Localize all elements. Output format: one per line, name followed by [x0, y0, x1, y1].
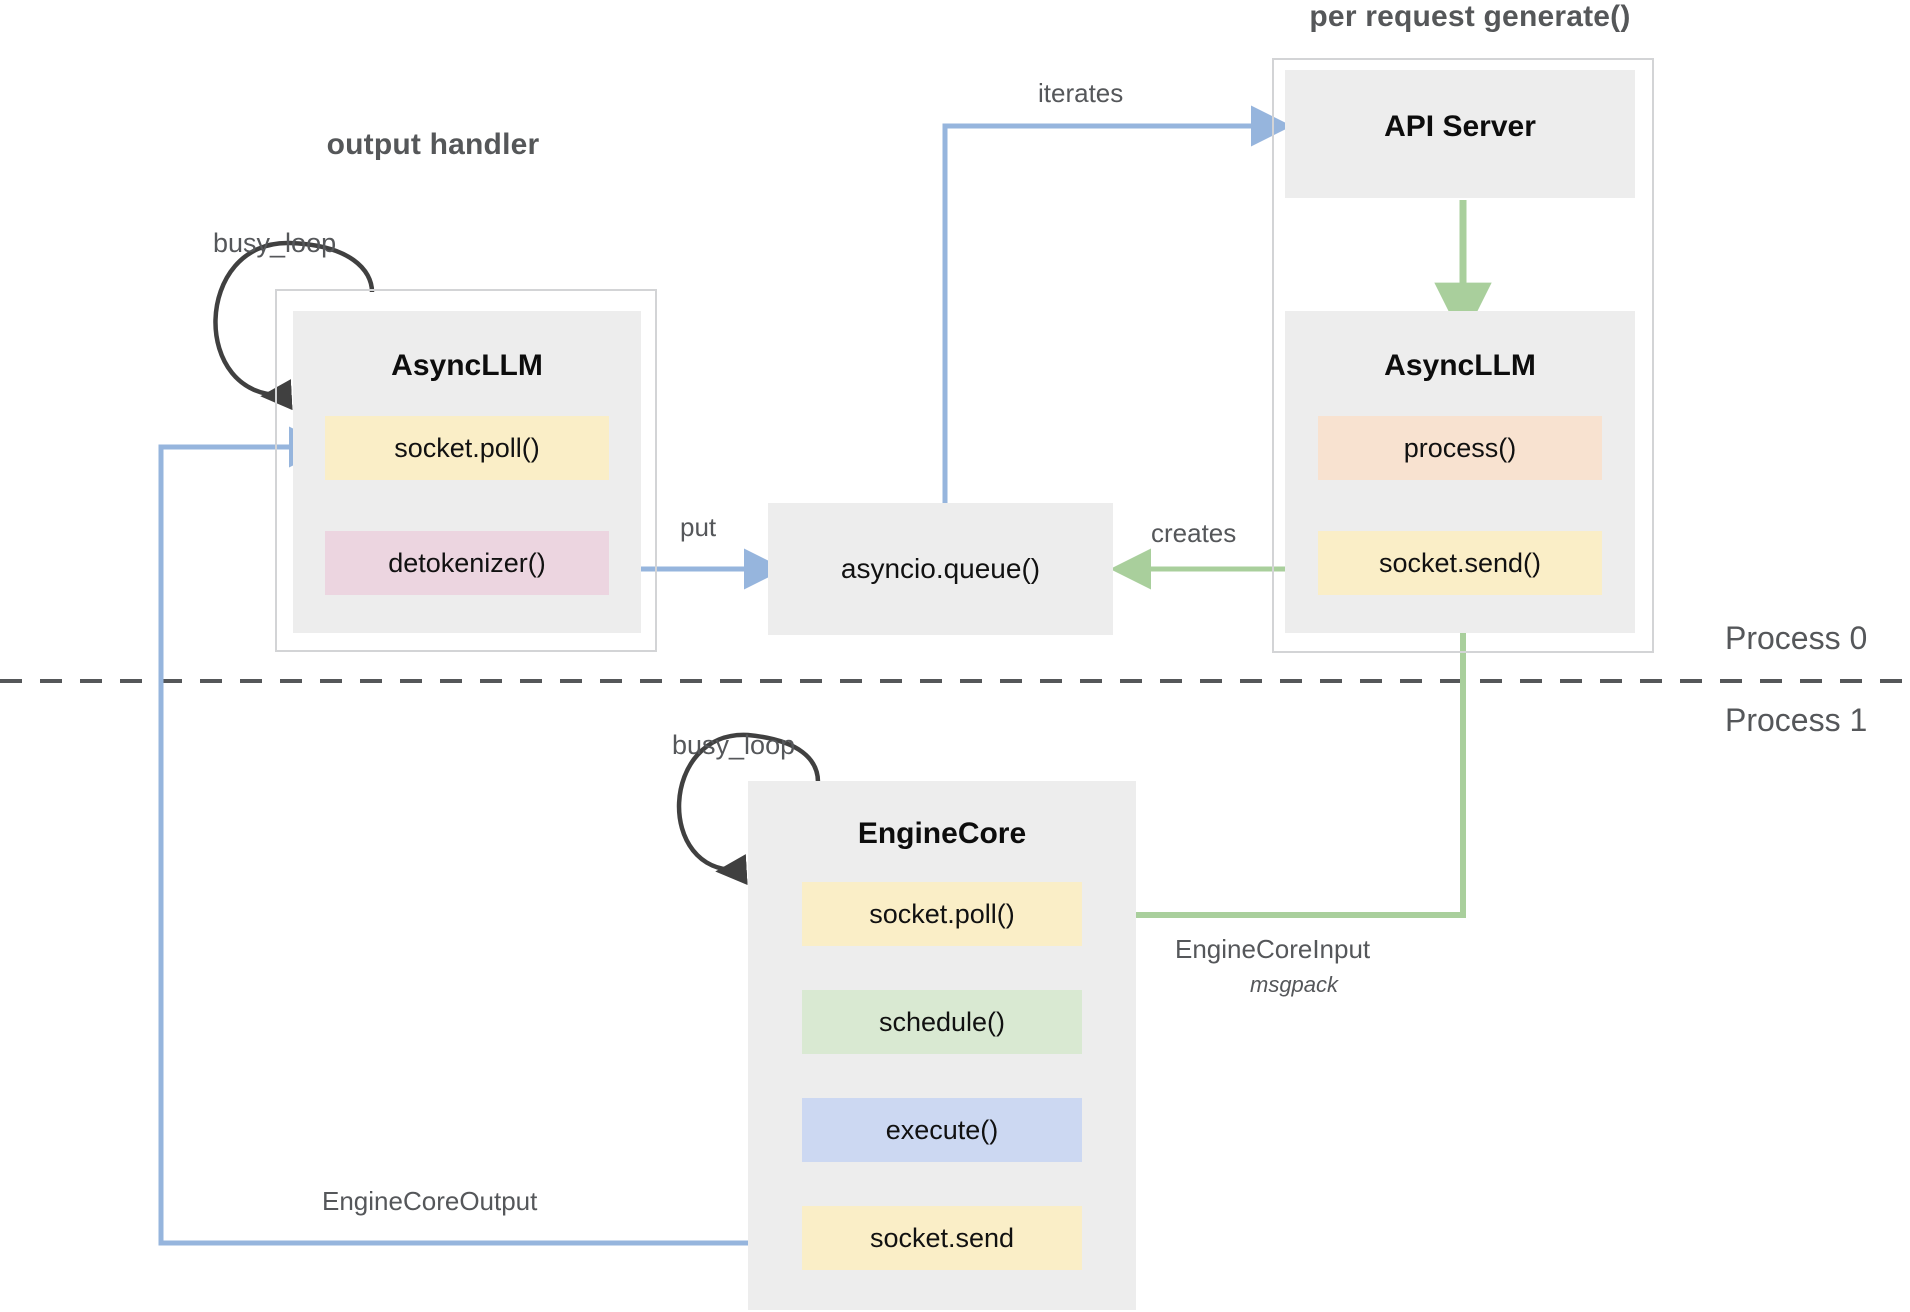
edge-label-creates: creates: [1151, 518, 1237, 548]
node-asyncio-queue[interactable]: asyncio.queue(): [768, 503, 1113, 635]
chip-enginecore-socket-send[interactable]: socket.send: [802, 1206, 1082, 1270]
asyncllm-output-title: AsyncLLM: [391, 349, 543, 382]
enginecore-title: EngineCore: [857, 817, 1027, 850]
asyncllm-output-panel: AsyncLLM socket.poll() detokenizer(): [293, 311, 641, 633]
chip-detokenizer[interactable]: detokenizer(): [325, 531, 609, 595]
group-title-per-request-generate: per request generate(): [1309, 0, 1631, 33]
chip-schedule[interactable]: schedule(): [802, 990, 1082, 1054]
edge-label-put: put: [680, 512, 717, 542]
chip-socket-poll[interactable]: socket.poll(): [325, 416, 609, 480]
process-label-top: Process 0: [1725, 620, 1868, 656]
edge-label-msgpack: msgpack: [1250, 972, 1339, 997]
asyncllm-request-panel: AsyncLLM process() socket.send(): [1285, 311, 1635, 633]
process-label-bottom: Process 1: [1725, 702, 1868, 738]
edge-iterates: [942, 105, 1292, 505]
chip-execute[interactable]: execute(): [802, 1098, 1082, 1162]
group-title-output-handler: output handler: [326, 128, 540, 161]
per-request-outer-box: [1272, 58, 1654, 653]
api-server-title: API Server: [1384, 110, 1536, 143]
busy-loop-label-enginecore: busy_loop: [672, 730, 796, 760]
asyncllm-request-title: AsyncLLM: [1384, 349, 1536, 382]
chip-enginecore-socket-poll[interactable]: socket.poll(): [802, 882, 1082, 946]
busy-loop-label-asyncllm: busy_loop: [213, 228, 337, 258]
enginecore-panel: EngineCore socket.poll() schedule() exec…: [748, 781, 1136, 1310]
api-server-panel: API Server: [1285, 70, 1635, 198]
output-handler-outer-box: [275, 289, 657, 652]
edge-label-iterates: iterates: [1038, 78, 1124, 108]
chip-socket-send-asyncllm[interactable]: socket.send(): [1318, 531, 1602, 595]
chip-process[interactable]: process(): [1318, 416, 1602, 480]
edge-label-enginecoreoutput: EngineCoreOutput: [322, 1186, 538, 1216]
edge-label-enginecoreinput: EngineCoreInput: [1175, 934, 1371, 964]
